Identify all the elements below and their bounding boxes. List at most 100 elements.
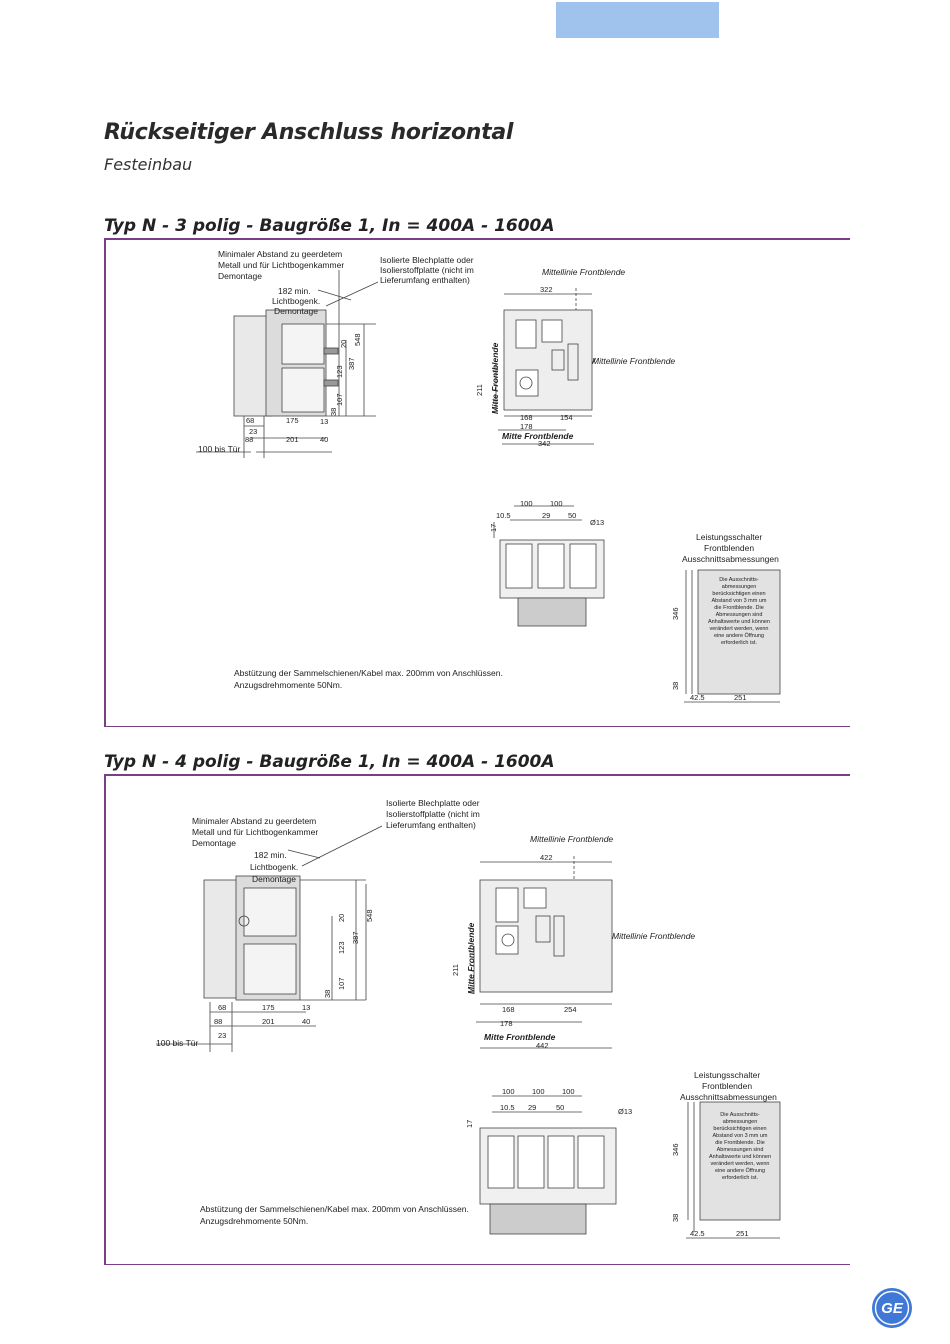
cutout-dim-38: 38	[671, 682, 680, 690]
front-dim-168: 168	[520, 413, 533, 422]
svg-text:Abmessungen sind: Abmessungen sind	[717, 1147, 764, 1153]
front-dim-168: 168	[502, 1005, 515, 1014]
front-mid-bottom: Mitte Frontblende	[502, 431, 574, 441]
front-dim-342: 342	[538, 439, 551, 448]
front-centerline-right: Mittellinie Frontblende	[592, 356, 675, 366]
cutout-title-3: Ausschnittsabmessungen	[680, 1092, 777, 1102]
term-dim-100b: 100	[550, 499, 563, 508]
term-dim-10-5: 10.5	[500, 1103, 515, 1112]
front-centerline-top: Mittellinie Frontblende	[530, 834, 613, 844]
dim-20: 20	[339, 340, 348, 348]
cutout-dim-251: 251	[736, 1229, 749, 1238]
svg-text:eine andere Öffnung: eine andere Öffnung	[714, 632, 764, 639]
cutout-area	[699, 1101, 781, 1221]
cutout-dim-346: 346	[671, 1143, 680, 1156]
note-plate-3: Lieferumfang enthalten)	[380, 275, 470, 285]
note-clearance-3: Demontage	[218, 271, 262, 281]
front-dim-178: 178	[520, 422, 533, 431]
svg-text:Die Ausschnitts-: Die Ausschnitts-	[719, 577, 759, 583]
term-hole: Ø13	[590, 518, 604, 527]
cutout-area	[697, 569, 781, 695]
svg-text:erforderlich ist.: erforderlich ist.	[722, 1175, 759, 1181]
dim-175: 175	[286, 416, 299, 425]
cutout-dim-42-5: 42.5	[690, 693, 705, 702]
page-subtitle: Festeinbau	[104, 155, 193, 174]
cutout-title-2: Frontblenden	[702, 1081, 752, 1091]
dim-201: 201	[286, 435, 299, 444]
term-dim-17: 17	[489, 524, 498, 532]
front-height-211: 211	[451, 964, 460, 976]
svg-text:Abstand von 3 mm um: Abstand von 3 mm um	[711, 598, 766, 604]
note-plate-2: Isolierstoffplatte (nicht im	[380, 265, 474, 275]
note-arc-3: Demontage	[274, 306, 318, 316]
note-arc-3: Demontage	[252, 874, 296, 884]
dim-20: 20	[337, 914, 346, 922]
svg-text:eine andere Öffnung: eine andere Öffnung	[715, 1167, 765, 1174]
dim-40: 40	[320, 435, 328, 444]
note-plate-1: Isolierte Blechplatte oder	[380, 255, 474, 265]
svg-text:berücksichtigen einen: berücksichtigen einen	[713, 1126, 766, 1132]
dim-387: 387	[351, 931, 360, 944]
front-dim-254: 254	[564, 1005, 577, 1014]
cutout-title-1: Leistungsschalter	[696, 532, 762, 542]
svg-text:berücksichtigen einen: berücksichtigen einen	[712, 591, 765, 597]
front-dim-178: 178	[500, 1019, 513, 1028]
dim-123: 123	[335, 365, 344, 378]
front-width-422: 422	[540, 853, 553, 862]
term-hole: Ø13	[618, 1107, 632, 1116]
note-plate-2: Isolierstoffplatte (nicht im	[386, 809, 480, 819]
front-centerline-top: Mittellinie Frontblende	[542, 267, 625, 277]
dim-123: 123	[337, 941, 346, 954]
cutout-title-2: Frontblenden	[704, 543, 754, 553]
cutout-title-3: Ausschnittsabmessungen	[682, 554, 779, 564]
cutout-dim-346: 346	[671, 607, 680, 620]
svg-text:abmessungen: abmessungen	[722, 584, 757, 590]
term-dim-100c: 100	[562, 1087, 575, 1096]
term-dim-100a: 100	[502, 1087, 515, 1096]
dim-387: 387	[347, 357, 356, 370]
term-dim-100a: 100	[520, 499, 533, 508]
section-title-3pole: Typ N - 3 polig - Baugröße 1, In = 400A …	[104, 216, 555, 236]
term-dim-10-5: 10.5	[496, 511, 511, 520]
front-mid-vertical: Mitte Frontblende	[466, 922, 476, 994]
dim-38: 38	[323, 990, 332, 998]
svg-text:verändert werden, wenn: verändert werden, wenn	[710, 1161, 769, 1167]
term-dim-29: 29	[542, 511, 550, 520]
cutout-title-1: Leistungsschalter	[694, 1070, 760, 1080]
note-clearance-1: Minimaler Abstand zu geerdetem	[192, 816, 316, 826]
cutout-dim-38: 38	[671, 1214, 680, 1222]
term-dim-50: 50	[556, 1103, 564, 1112]
dim-38: 38	[329, 408, 338, 416]
dim-13: 13	[320, 417, 328, 426]
support-note-1: Abstützung der Sammelschienen/Kabel max.…	[234, 668, 503, 678]
note-arc-2: Lichtbogenk.	[272, 296, 320, 306]
front-height-211: 211	[475, 384, 484, 396]
note-clearance-2: Metall und für Lichtbogenkammer	[192, 827, 318, 837]
svg-text:Die Ausschnitts-: Die Ausschnitts-	[720, 1112, 760, 1118]
dim-23: 23	[218, 1031, 226, 1040]
front-mid-bottom: Mitte Frontblende	[484, 1032, 556, 1042]
dim-107: 107	[335, 393, 344, 406]
door-distance: 100 bis Tür	[156, 1038, 199, 1048]
front-centerline-right: Mittellinie Frontblende	[612, 931, 695, 941]
note-arc-2: Lichtbogenk.	[250, 862, 298, 872]
svg-text:Anhaltswerte und können: Anhaltswerte und können	[709, 1154, 771, 1160]
drawing-3pole: Minimaler Abstand zu geerdetem Metall un…	[196, 249, 781, 703]
svg-text:verändert werden, wenn: verändert werden, wenn	[709, 626, 768, 632]
section-title-4pole: Typ N - 4 polig - Baugröße 1, In = 400A …	[104, 752, 555, 772]
header-tab	[556, 2, 719, 38]
drawing-frame-4pole: Minimaler Abstand zu geerdetem Metall un…	[104, 774, 850, 1265]
dim-68: 68	[246, 416, 254, 425]
note-arc-1: 182 min.	[278, 286, 311, 296]
note-clearance-2: Metall und für Lichtbogenkammer	[218, 260, 344, 270]
svg-text:Anhaltswerte und können: Anhaltswerte und können	[708, 619, 770, 625]
dim-107: 107	[337, 977, 346, 990]
note-clearance-3: Demontage	[192, 838, 236, 848]
ge-logo-text: GE	[881, 1300, 904, 1317]
front-mid-vertical: Mitte Frontblende	[490, 342, 500, 414]
support-note-2: Anzugsdrehmomente 50Nm.	[200, 1216, 308, 1226]
note-plate-3: Lieferumfang enthalten)	[386, 820, 476, 830]
support-note-2: Anzugsdrehmomente 50Nm.	[234, 680, 342, 690]
svg-text:die Frontblende. Die: die Frontblende. Die	[715, 1140, 765, 1146]
term-dim-29: 29	[528, 1103, 536, 1112]
